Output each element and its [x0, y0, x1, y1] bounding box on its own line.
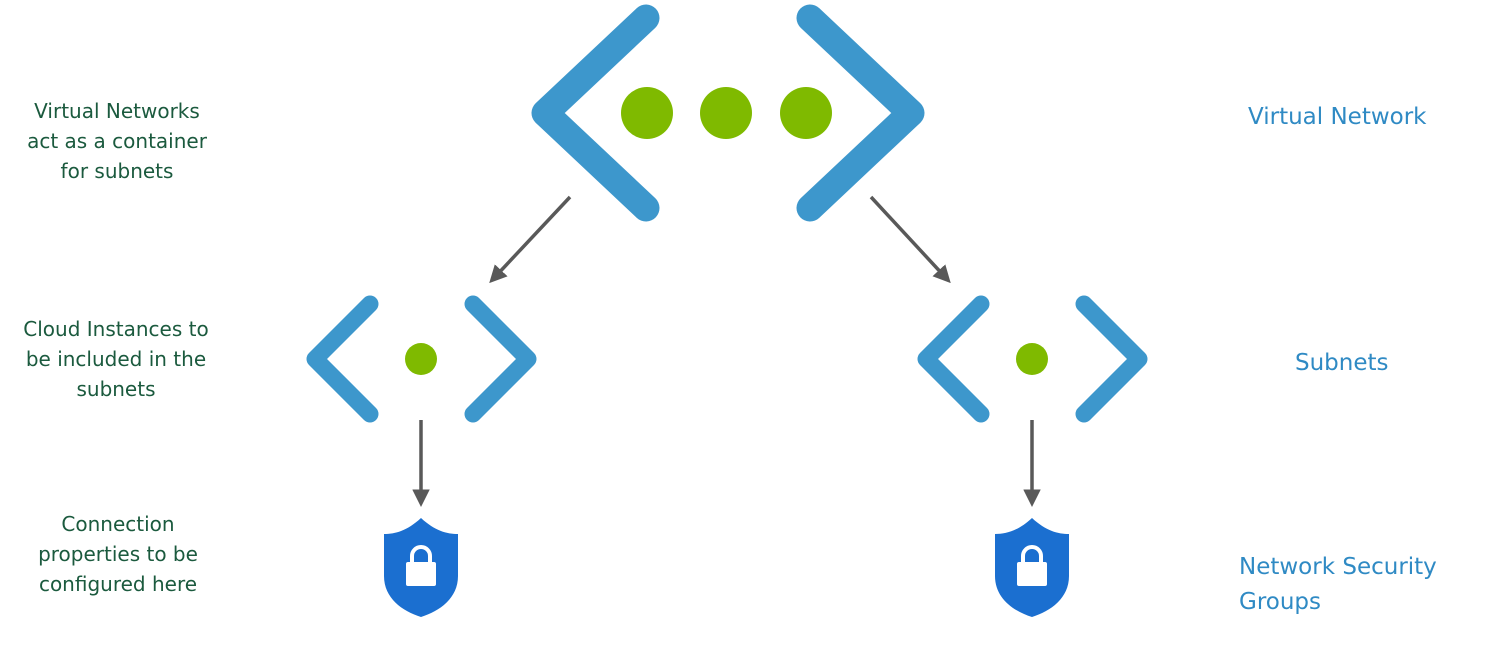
virtual-network-layer-label: Virtual Network	[1248, 104, 1427, 130]
network-security-groups-layer-label: Network Security Groups	[1239, 554, 1437, 615]
arrow-vnet-to-subnet-left	[489, 195, 572, 284]
subnet-icon	[306, 295, 537, 423]
subnet-dot-icon	[1016, 343, 1048, 375]
subnet-icon	[917, 295, 1148, 423]
virtual-networks-description: Virtual Networks act as a container for …	[27, 99, 207, 183]
virtual-network-dot-icon	[700, 87, 752, 139]
network-security-group-shield-icon	[995, 518, 1069, 617]
subnet-dot-icon	[405, 343, 437, 375]
subnet-left-bracket-icon	[306, 295, 379, 423]
network-security-group-shield-icon	[384, 518, 458, 617]
virtual-network-left-bracket-icon	[531, 4, 660, 222]
connection-properties-description: Connection properties to be configured h…	[38, 512, 198, 596]
virtual-network-dot-icon	[780, 87, 832, 139]
subnet-right-bracket-icon	[464, 295, 537, 423]
arrow-vnet-to-subnet-right	[869, 195, 951, 284]
lock-icon	[410, 545, 432, 563]
subnet-left-bracket-icon	[917, 295, 990, 423]
virtual-network-icon	[531, 4, 925, 222]
subnets-layer-label: Subnets	[1295, 350, 1389, 376]
virtual-network-right-bracket-icon	[796, 4, 925, 222]
virtual-network-dot-icon	[621, 87, 673, 139]
cloud-instances-description: Cloud Instances to be included in the su…	[23, 317, 209, 401]
subnet-right-bracket-icon	[1075, 295, 1148, 423]
lock-icon	[1021, 545, 1043, 563]
